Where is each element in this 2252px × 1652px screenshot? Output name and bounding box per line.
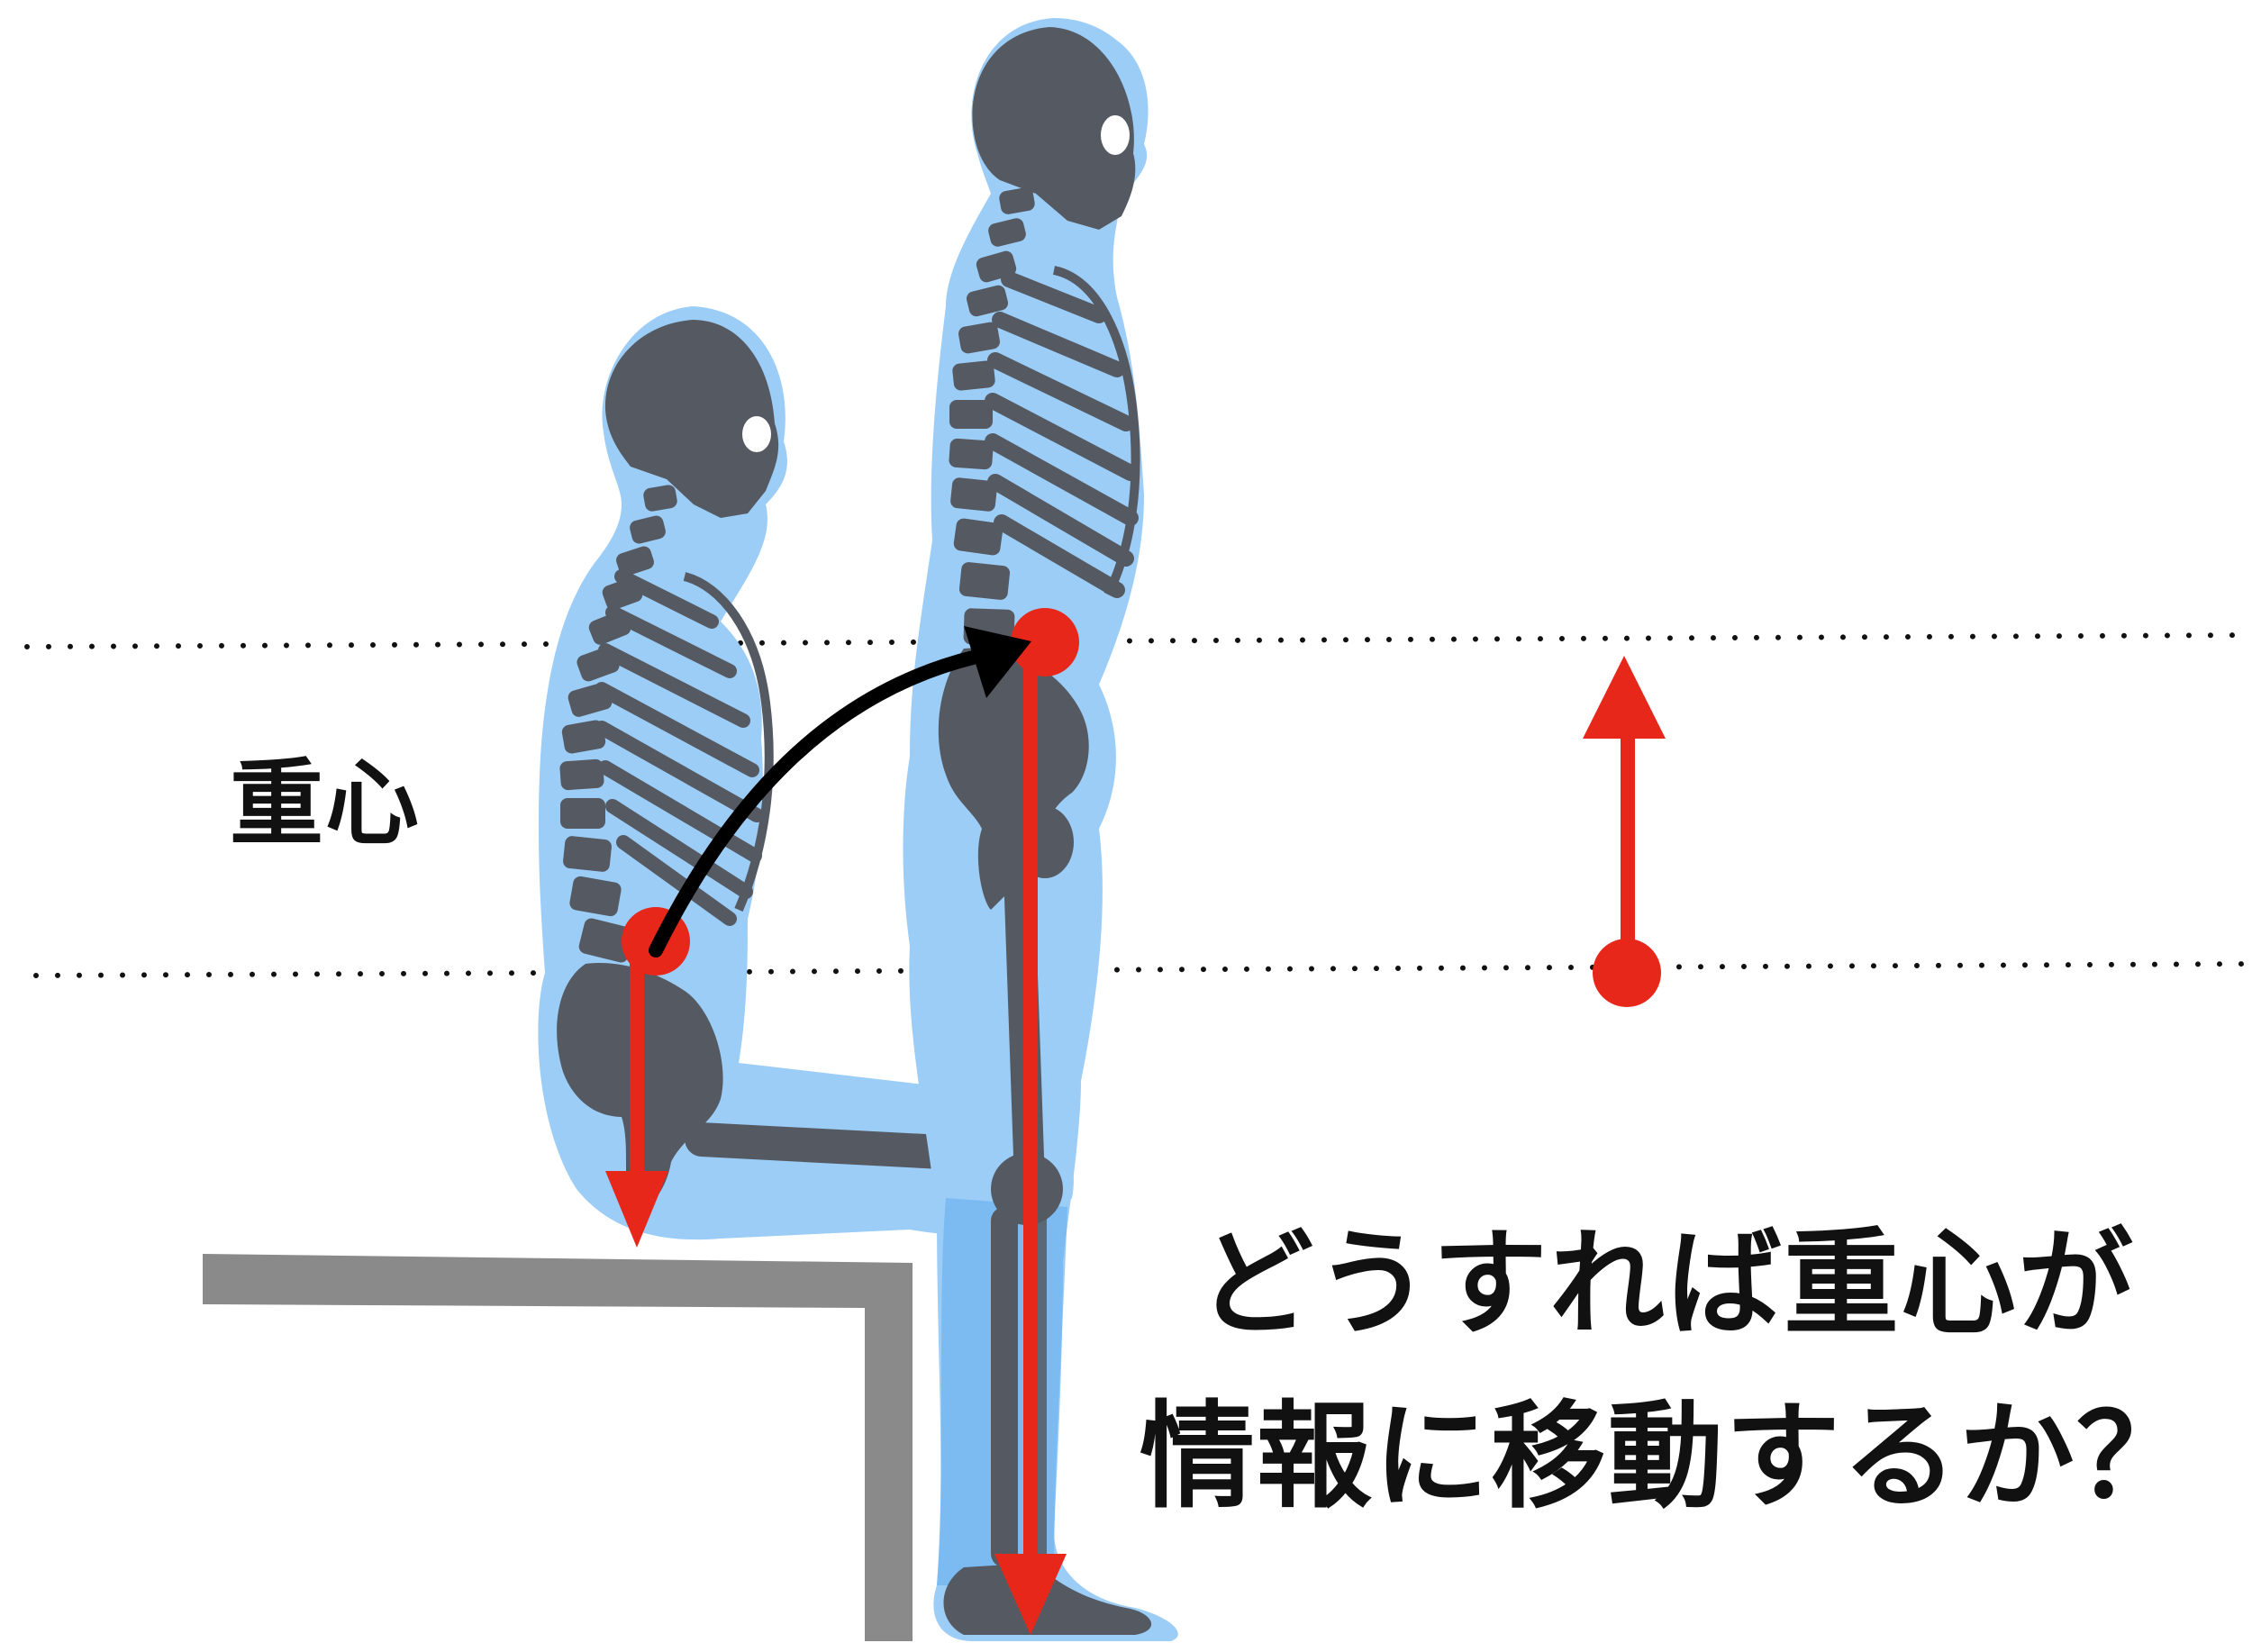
up-arrow — [1583, 656, 1666, 1007]
question-line-1: どうすれば重心が — [1197, 1217, 2135, 1351]
center-of-gravity-label: 重心 — [230, 749, 422, 858]
upper-cog-dotted-line — [24, 632, 2252, 649]
sitting-gravity-arrow — [605, 937, 668, 1248]
question-text: どうすれば重心が 情報に移動するか？ — [1108, 1198, 2225, 1544]
standing-cog-dot — [1011, 608, 1079, 676]
chair-outline — [203, 1254, 913, 1641]
curved-arrow — [649, 626, 1031, 958]
standing-skeleton-figure — [903, 18, 1178, 1641]
standing-gravity-arrow — [994, 649, 1067, 1635]
lower-cog-dotted-line — [33, 961, 2252, 978]
question-line-2: 情報に移動するか？ — [1139, 1390, 2193, 1524]
